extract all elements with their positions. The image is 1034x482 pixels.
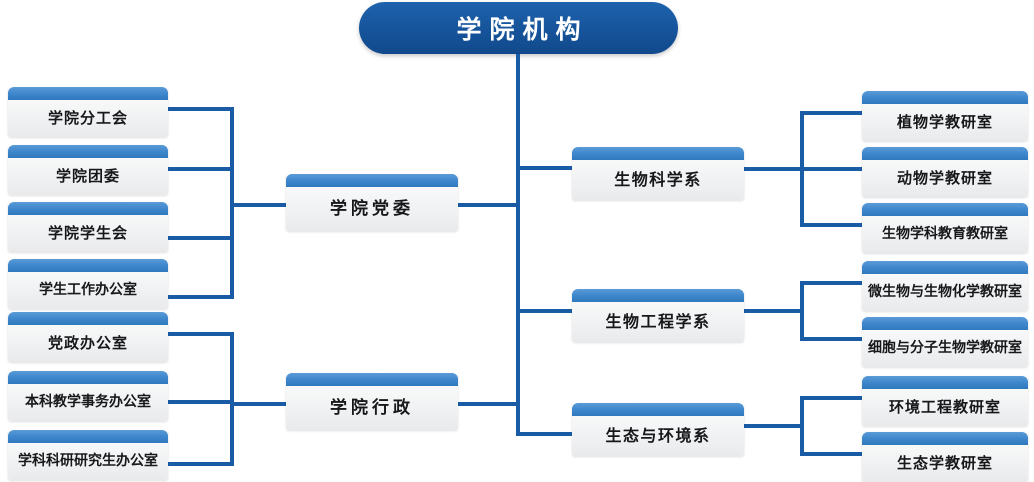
node-party-student-union[interactable]: 学院学生会 [8, 202, 168, 252]
node-environmental-engineering-office[interactable]: 环境工程教研室 [862, 376, 1028, 426]
node-cap [8, 312, 168, 325]
connector-dept-3-bracket-spine [800, 396, 804, 456]
node-botany-teaching-office[interactable]: 植物学教研室 [862, 91, 1028, 141]
connector-root-to-dept-2 [516, 309, 574, 313]
node-label: 本科教学事务办公室 [25, 393, 151, 410]
connector-root-spine [516, 54, 520, 436]
node-cap [8, 202, 168, 215]
node-cap [862, 147, 1028, 160]
node-dept-biological-science[interactable]: 生物科学系 [572, 147, 744, 200]
connector-party-to-parent [230, 203, 288, 207]
connector-dept-3-child-2 [800, 452, 864, 456]
node-cap [8, 371, 168, 384]
connector-dept-1-child-1 [800, 111, 864, 115]
node-label: 学院行政 [330, 397, 414, 418]
root-node-title[interactable]: 学院机构 [359, 2, 678, 54]
node-student-affairs-office[interactable]: 学生工作办公室 [8, 259, 168, 309]
node-label: 生物工程学系 [605, 312, 711, 332]
node-party-union[interactable]: 学院分工会 [8, 87, 168, 137]
connector-dept-1-child-2 [800, 167, 864, 171]
connector-root-to-dept-3 [516, 432, 574, 436]
node-dept-ecology-environment[interactable]: 生态与环境系 [572, 403, 744, 456]
node-ecology-teaching-office[interactable]: 生态学教研室 [862, 432, 1028, 482]
node-undergrad-teaching-office[interactable]: 本科教学事务办公室 [8, 371, 168, 421]
connector-dept-2-child-1 [800, 281, 864, 285]
node-label: 微生物与生物化学教研室 [868, 283, 1022, 300]
node-cap [572, 147, 744, 160]
connector-admin-child-1 [168, 332, 234, 336]
node-zoology-teaching-office[interactable]: 动物学教研室 [862, 147, 1028, 197]
node-label: 学院党委 [330, 198, 414, 219]
node-party-gov-office[interactable]: 党政办公室 [8, 312, 168, 362]
node-party-committee[interactable]: 学院党委 [286, 174, 458, 231]
connector-dept-2-child-2 [800, 337, 864, 341]
connector-root-to-admin [455, 402, 518, 406]
connector-admin-child-3 [168, 462, 234, 466]
connector-dept-2-to-parent [742, 309, 802, 313]
node-label: 生态与环境系 [605, 426, 711, 446]
node-label: 生物科学系 [614, 170, 702, 190]
node-label: 生态学教研室 [896, 454, 993, 473]
node-party-youth-league[interactable]: 学院团委 [8, 145, 168, 195]
node-cap [572, 403, 744, 416]
node-cap [8, 259, 168, 272]
connector-party-child-3 [168, 236, 234, 240]
node-cap [8, 145, 168, 158]
node-cap [8, 87, 168, 100]
node-cap [286, 373, 458, 386]
connector-party-child-2 [168, 167, 234, 171]
node-cap [286, 174, 458, 187]
node-cap [862, 203, 1028, 216]
node-cap [862, 91, 1028, 104]
connector-party-child-4 [168, 295, 234, 299]
node-bio-education-teaching-office[interactable]: 生物学科教育教研室 [862, 203, 1028, 253]
connector-root-to-dept-1 [516, 166, 574, 170]
node-research-graduate-office[interactable]: 学科科研研究生办公室 [8, 430, 168, 480]
connector-dept-3-to-parent [742, 424, 802, 428]
node-label: 学院团委 [55, 167, 120, 186]
node-college-admin[interactable]: 学院行政 [286, 373, 458, 430]
node-label: 生物学科教育教研室 [882, 225, 1008, 242]
node-cap [8, 430, 168, 443]
node-label: 细胞与分子生物学教研室 [868, 339, 1022, 356]
node-cell-molecular-bio-office[interactable]: 细胞与分子生物学教研室 [862, 317, 1028, 367]
node-microbiology-biochem-office[interactable]: 微生物与生物化学教研室 [862, 261, 1028, 311]
node-cap [572, 289, 744, 302]
connector-dept-2-bracket-spine [800, 281, 804, 341]
connector-admin-bracket-spine [230, 332, 234, 466]
connector-admin-child-2 [168, 400, 234, 404]
connector-admin-to-parent [230, 402, 288, 406]
node-cap [862, 376, 1028, 389]
node-label: 学院分工会 [47, 109, 128, 128]
node-dept-bioengineering[interactable]: 生物工程学系 [572, 289, 744, 342]
node-cap [862, 317, 1028, 330]
node-label: 植物学教研室 [896, 113, 993, 132]
node-label: 学科科研研究生办公室 [18, 452, 158, 469]
node-cap [862, 432, 1028, 445]
node-label: 学生工作办公室 [39, 281, 137, 298]
connector-party-child-1 [168, 107, 234, 111]
node-label: 动物学教研室 [896, 169, 993, 188]
connector-dept-1-child-3 [800, 223, 864, 227]
connector-root-to-party [455, 203, 518, 207]
root-node-label: 学院机构 [456, 15, 589, 44]
node-cap [862, 261, 1028, 274]
node-label: 学院学生会 [47, 224, 128, 243]
node-label: 党政办公室 [47, 334, 128, 353]
connector-dept-1-to-parent [742, 167, 802, 171]
connector-dept-3-child-1 [800, 396, 864, 400]
node-label: 环境工程教研室 [888, 398, 1001, 417]
